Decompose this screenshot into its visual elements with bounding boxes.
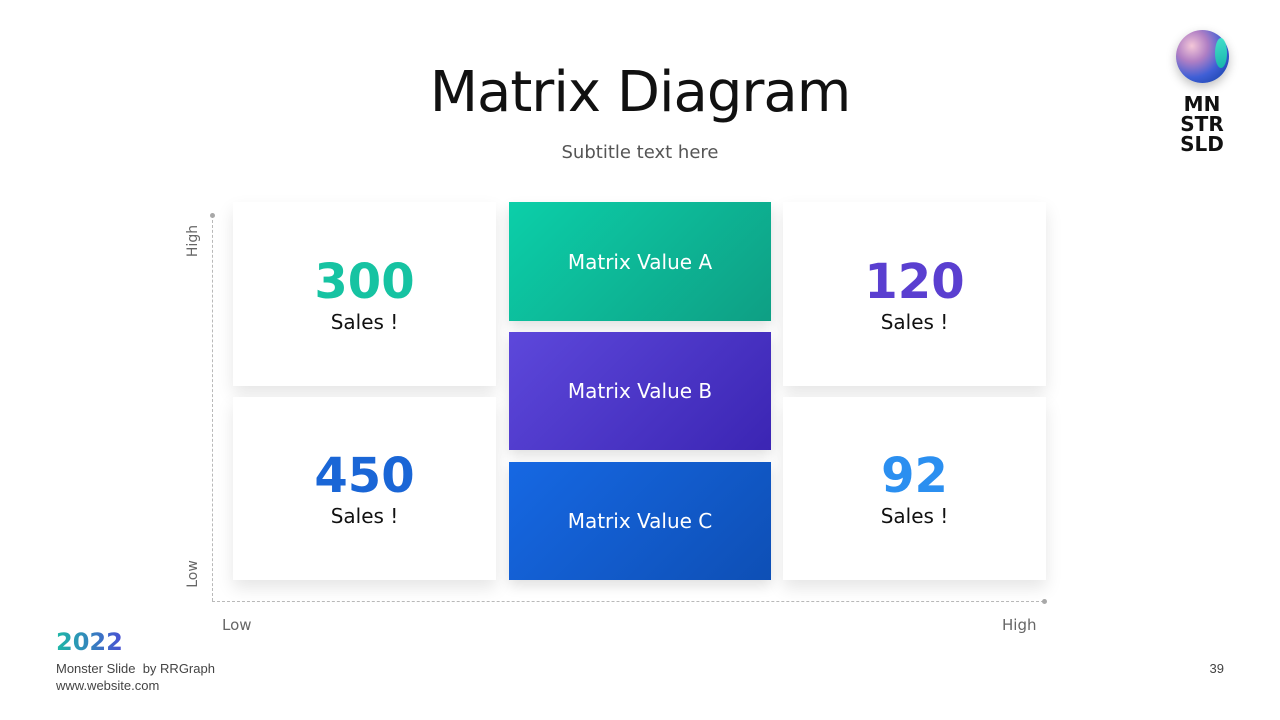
page-number: 39: [1209, 661, 1224, 676]
x-axis-line: [212, 601, 1044, 602]
y-axis-end-dot: [210, 213, 215, 218]
quadrant-top-left-label: Sales !: [330, 310, 399, 334]
page-title: Matrix Diagram: [429, 60, 852, 125]
quadrant-top-right-label: Sales !: [880, 310, 949, 334]
quadrant-top-left-value: 300: [314, 254, 415, 310]
logo-orb-icon: [1176, 30, 1229, 83]
quadrant-bottom-right-value: 92: [881, 448, 948, 504]
quadrant-bottom-left-card: 450 Sales !: [233, 397, 496, 580]
quadrant-top-left-card: 300 Sales !: [233, 202, 496, 386]
quadrant-bottom-left-value: 450: [314, 448, 415, 504]
y-axis-high-label: High: [185, 224, 201, 258]
logo-text: MN STR SLD: [1172, 94, 1232, 154]
matrix-value-a-box: Matrix Value A: [509, 202, 771, 321]
x-axis-low-label: Low: [222, 616, 252, 634]
footer-website: www.website.com: [56, 678, 160, 693]
page-subtitle: Subtitle text here: [561, 142, 719, 163]
quadrant-top-right-card: 120 Sales !: [783, 202, 1046, 386]
quadrant-bottom-right-label: Sales !: [880, 504, 949, 528]
footer-year: 2022: [56, 628, 123, 656]
x-axis-high-label: High: [1002, 616, 1037, 634]
x-axis-end-dot: [1042, 599, 1047, 604]
y-axis-line: [212, 215, 213, 601]
logo-text-line-2: STR: [1180, 112, 1224, 136]
quadrant-bottom-right-card: 92 Sales !: [783, 397, 1046, 580]
footer-credit: Monster Slide by RRGraph: [56, 661, 215, 676]
matrix-value-a-label: Matrix Value A: [567, 249, 713, 274]
logo-text-line-1: MN: [1183, 92, 1221, 116]
logo-text-line-3: SLD: [1180, 132, 1224, 156]
matrix-value-c-label: Matrix Value C: [567, 509, 713, 533]
y-axis-low-label: Low: [185, 560, 201, 588]
quadrant-bottom-left-label: Sales !: [330, 504, 399, 528]
matrix-value-b-label: Matrix Value B: [567, 379, 713, 403]
matrix-value-c-box: Matrix Value C: [509, 462, 771, 580]
matrix-value-b-box: Matrix Value B: [509, 332, 771, 450]
quadrant-top-right-value: 120: [864, 254, 965, 310]
